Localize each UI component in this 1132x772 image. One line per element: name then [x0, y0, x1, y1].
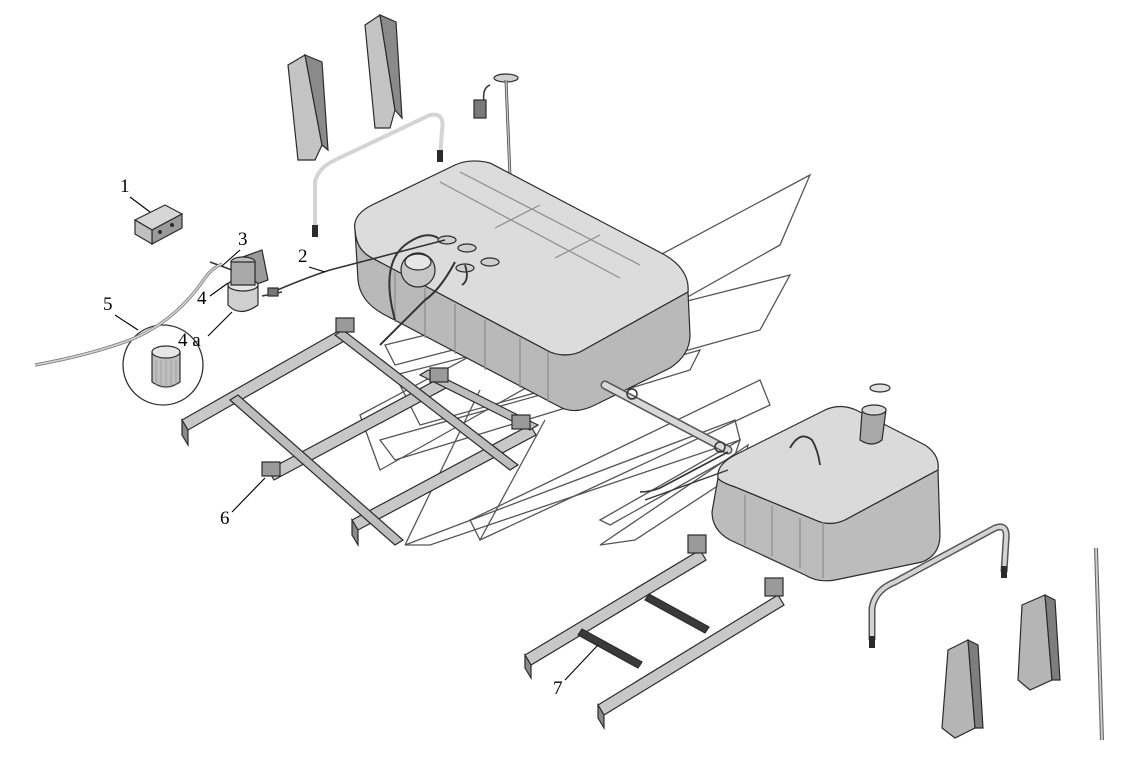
- auxiliary-fuel-tank: [639, 383, 941, 582]
- callout-4: 4: [197, 282, 229, 309]
- callout-2: 2: [298, 246, 326, 273]
- svg-text:4: 4: [197, 288, 207, 309]
- tank-strap-main: [312, 112, 445, 237]
- callout-7: 7: [553, 644, 599, 699]
- tank-strap-auxiliary: [868, 523, 1010, 648]
- svg-text:7: 7: [553, 678, 563, 699]
- bracket-plate: [133, 204, 184, 246]
- fuel-line: [34, 262, 223, 367]
- tank-support-bracket-right: [364, 13, 403, 129]
- svg-text:3: 3: [238, 229, 248, 250]
- callout-6: 6: [220, 477, 266, 529]
- filter-element-detail: [122, 324, 204, 406]
- svg-text:1: 1: [120, 176, 130, 197]
- callout-1: 1: [120, 176, 151, 213]
- callout-5: 5: [103, 294, 139, 331]
- svg-text:6: 6: [220, 508, 230, 529]
- callout-3: 3: [221, 229, 248, 267]
- svg-text:4 a: 4 a: [178, 330, 201, 351]
- vertical-rod: [1094, 547, 1104, 741]
- auxiliary-tank-frame: [524, 534, 785, 731]
- tank-support-bracket-left: [287, 54, 329, 161]
- tank-mounting-frame: [181, 317, 540, 548]
- callouts: 1 2 3 4 4 a 5 6 7: [103, 176, 599, 699]
- svg-text:2: 2: [298, 246, 308, 267]
- balance-pipe: [600, 380, 733, 455]
- main-fuel-tank: [267, 160, 691, 412]
- svg-text:5: 5: [103, 294, 113, 315]
- auxiliary-support-bracket-left: [941, 638, 984, 739]
- auxiliary-support-bracket-right: [1017, 593, 1061, 691]
- callout-4a: 4 a: [178, 311, 233, 351]
- fuel-filter-assembly: [209, 249, 283, 313]
